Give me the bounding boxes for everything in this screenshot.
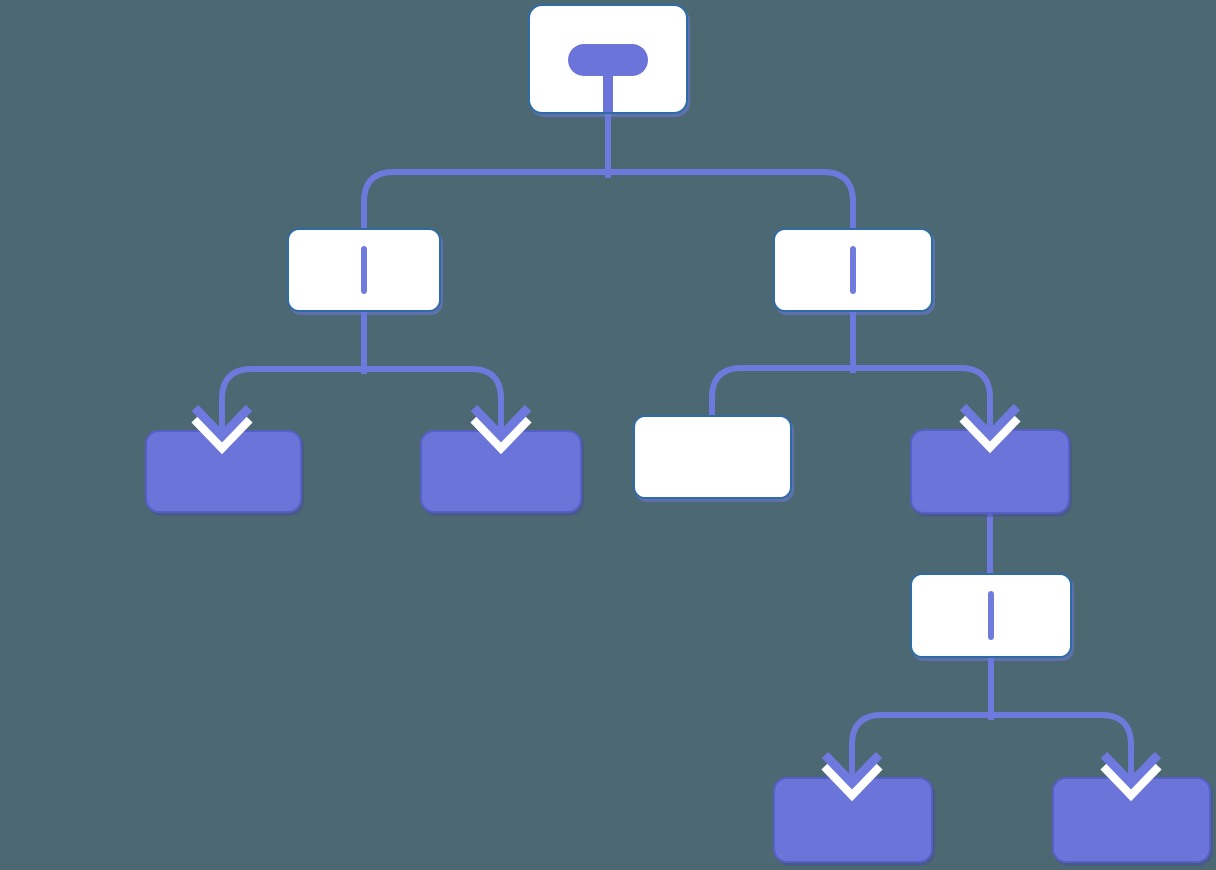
divider-line-icon (988, 591, 994, 640)
node-leaf-bottom-1[interactable] (773, 777, 933, 863)
edge-branch-left-split[interactable] (219, 366, 504, 436)
node-leaf-bottom-2[interactable] (1052, 777, 1211, 863)
node-root[interactable] (528, 4, 688, 114)
edge-root-split[interactable] (361, 169, 856, 230)
node-branch-right[interactable] (773, 228, 933, 312)
edge-branch-right-split[interactable] (709, 365, 993, 435)
node-child-right-2[interactable] (910, 429, 1070, 514)
divider-line-icon (850, 246, 856, 294)
divider-line-icon (361, 246, 367, 294)
node-leaf-left-2[interactable] (420, 430, 582, 513)
node-branch-bottom[interactable] (910, 573, 1072, 658)
node-branch-left[interactable] (287, 228, 441, 312)
pill-stem-icon (603, 72, 613, 112)
edge-branch-bottom-split[interactable] (849, 712, 1134, 783)
node-child-right-1[interactable] (633, 415, 792, 499)
node-leaf-left-1[interactable] (145, 430, 302, 513)
pill-icon (568, 44, 648, 76)
